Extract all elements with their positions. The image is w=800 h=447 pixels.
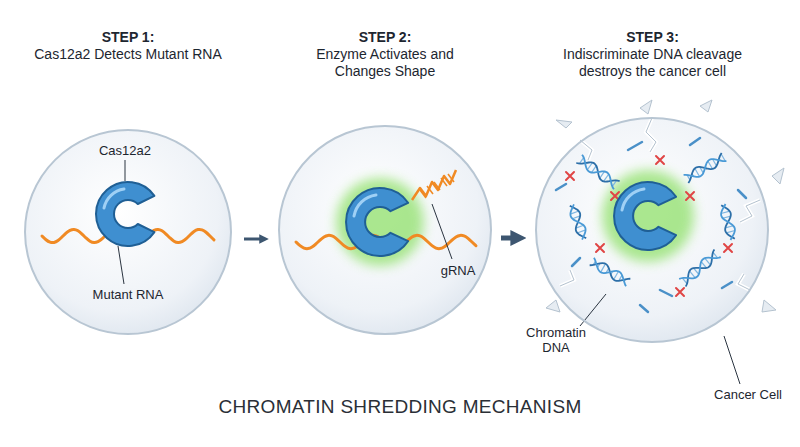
crack-edge (738, 274, 750, 290)
part-label: Chromatin DNA (521, 325, 591, 355)
dna-fragment (722, 282, 732, 288)
enzyme-highlight (622, 189, 644, 210)
membrane-crack (580, 140, 592, 160)
activation-glow (602, 170, 694, 262)
cell-membrane (279, 126, 491, 334)
step-heading: STEP 3:Indiscriminate DNA cleavage destr… (530, 28, 775, 80)
membrane-crack (560, 270, 574, 286)
cut-mark (676, 288, 684, 296)
grna-tick (427, 186, 433, 194)
dna-fragment (556, 184, 566, 190)
cas12a2-enzyme (614, 182, 676, 250)
step-number: STEP 2: (275, 28, 495, 46)
dna-fragment (660, 290, 672, 296)
grna-tick (434, 182, 440, 190)
grna-strand (412, 170, 456, 200)
part-label: gRNA (433, 263, 483, 278)
dna-fragment (690, 138, 700, 145)
membrane-crack (740, 200, 760, 222)
dna-helix (567, 203, 588, 240)
part-label: Cas12a2 (85, 143, 165, 158)
dna-fragment (572, 258, 580, 266)
step-arrow (501, 236, 520, 241)
dna-helix (679, 249, 721, 286)
dna-helix (576, 155, 619, 190)
step-description: Indiscriminate DNA cleavage destroys the… (548, 46, 758, 80)
leader-line (724, 336, 740, 384)
membrane-shard (546, 300, 560, 312)
cell-fill (536, 118, 768, 342)
dna-helix (719, 203, 738, 240)
cas12a2-enzyme (346, 188, 408, 256)
leader-line (118, 246, 124, 284)
cut-mark (656, 156, 664, 164)
dna-fragment (640, 305, 648, 312)
cut-mark (724, 244, 732, 252)
cut-mark (596, 244, 604, 252)
cell-panel: STEP 3:Indiscriminate DNA cleavage destr… (530, 28, 775, 346)
cell-outline (276, 123, 494, 337)
step-description: Cas12a2 Detects Mutant RNA (18, 46, 238, 63)
cell-outline (22, 127, 234, 337)
cell-panel: STEP 2:Enzyme Activates and Changes Shap… (275, 28, 495, 338)
enzyme-highlight (104, 189, 124, 208)
leader-line (125, 160, 126, 181)
crack-edge (646, 118, 656, 152)
step-arrow (244, 238, 265, 241)
cas12a2-enzyme (96, 182, 154, 246)
cut-mark (686, 192, 694, 200)
grna-tick (420, 190, 426, 198)
membrane-shard (772, 168, 784, 184)
enzyme-highlight (354, 195, 376, 216)
leader-line (432, 204, 452, 259)
step-heading: STEP 2:Enzyme Activates and Changes Shap… (275, 28, 495, 80)
crack-edge (580, 140, 592, 160)
cut-mark (566, 172, 574, 180)
cell-outline (533, 115, 771, 345)
dna-fragment (738, 190, 746, 198)
grna-tick (448, 174, 454, 182)
cell-membrane (536, 118, 768, 342)
membrane-shard (556, 120, 572, 128)
step-heading: STEP 1:Cas12a2 Detects Mutant RNA (18, 28, 238, 63)
membrane-crack (646, 118, 656, 152)
membrane-shard (700, 100, 712, 112)
membrane-crack (738, 274, 750, 290)
crack-edge (560, 270, 574, 286)
cell-membrane (25, 130, 231, 334)
step-number: STEP 3: (530, 28, 775, 46)
diagram-title: CHROMATIN SHREDDING MECHANISM (0, 396, 800, 418)
membrane-shard (640, 100, 652, 114)
dna-helix (589, 257, 630, 287)
cell-fill (25, 130, 231, 334)
step-number: STEP 1: (18, 28, 238, 46)
crack-edge (740, 200, 760, 222)
membrane-shard (762, 300, 776, 312)
part-label: Cancer Cell (708, 387, 788, 402)
step-description: Enzyme Activates and Changes Shape (310, 46, 460, 80)
dna-fragment (628, 142, 642, 150)
activation-glow (336, 178, 424, 266)
part-label: Mutant RNA (78, 287, 178, 302)
cell-fill (279, 126, 491, 334)
grna-tick (441, 178, 447, 186)
dna-helix (684, 153, 727, 183)
